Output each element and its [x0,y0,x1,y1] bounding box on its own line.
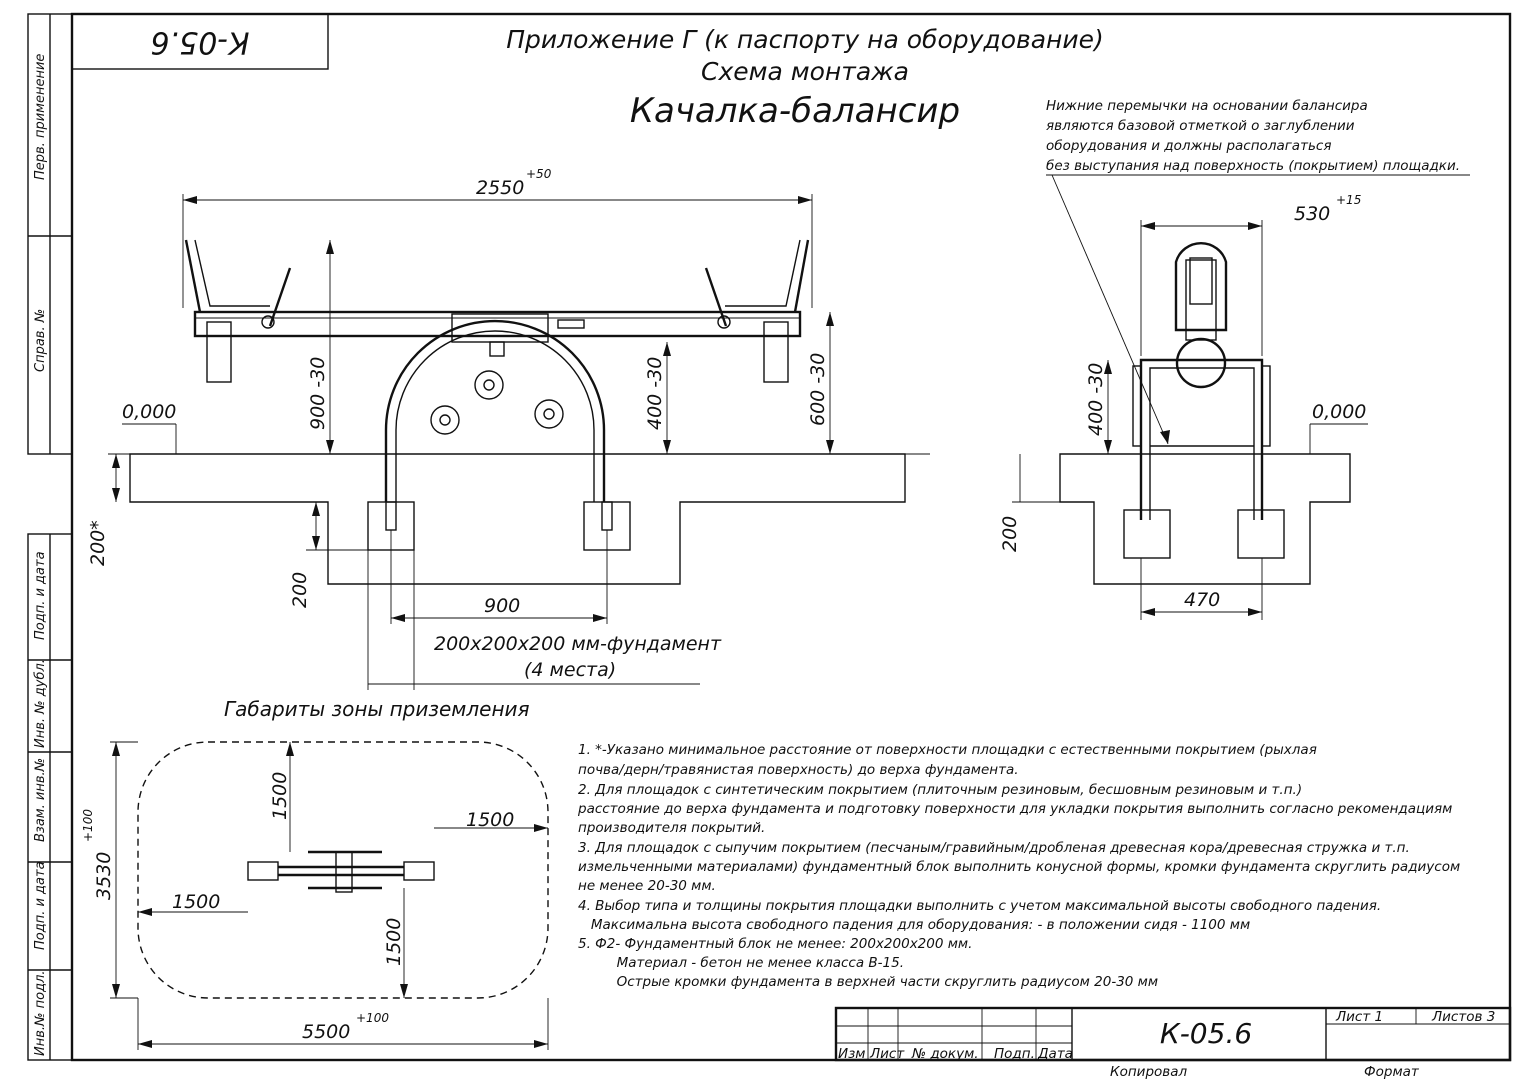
side-stamp-labels: Перв. применение Справ. № Подп. и дата И… [33,54,48,1056]
callout-note: Нижние перемычки на основании балансира … [1046,98,1470,445]
code-inverted: К-05.6 [151,25,250,60]
zone-clear-top: 1500 [269,772,291,820]
flower-decoration [430,370,564,435]
dim-beam-height: 900 -30 [307,357,329,430]
tb-sheet: Лист 1 [1335,1009,1383,1025]
note-line: производителя покрытий. [578,820,765,836]
header-scheme: Схема монтажа [701,57,909,86]
note-line: Материал - бетон не менее класса В-15. [578,955,904,971]
tb-format: Формат [1364,1064,1420,1080]
callout-line-3: оборудования и должны располагаться [1046,138,1331,154]
side-label-orig-inv: Инв.№ подл. [33,970,48,1056]
notes-block: 1. *-Указано минимальное расстояние от п… [577,742,1460,990]
tb-col-list: Лист [869,1046,905,1062]
zone-width-tol: +100 [356,1011,389,1025]
side-label-dup-inv: Инв. № дубл. [33,659,48,748]
dim-side-foundation-spacing: 470 [1184,589,1220,611]
dim-side-width: 530 [1294,203,1330,225]
callout-line-1: Нижние перемычки на основании балансира [1046,98,1368,114]
zone-clear-bottom: 1500 [383,918,405,966]
note-line: 2. Для площадок с синтетическим покрытие… [578,782,1302,798]
tb-code: К-05.6 [1160,1017,1252,1050]
zone-height-tol: +100 [81,809,95,842]
dim-min-depth: 200* [87,520,109,566]
dim-side-width-tol: +15 [1336,193,1361,207]
note-line: расстояние до верха фундамента и подгото… [577,801,1452,817]
header-appendix: Приложение Г (к паспорту на оборудование… [506,25,1104,54]
tb-sheets: Листов 3 [1431,1009,1495,1025]
zone-clear-right: 1500 [466,809,514,831]
note-line: Острые кромки фундамента в верхней части… [578,974,1158,990]
tb-col-date: Дата [1037,1046,1073,1062]
note-line: 5. Ф2- Фундаментный блок не менее: 200х2… [578,936,972,952]
tb-col-izm: Изм [838,1046,865,1062]
foundation-count-label: (4 места) [524,659,616,681]
note-line: измельченными материалами) фундаментный … [578,859,1460,875]
header-title: Качалка-балансир [630,91,960,131]
dim-overall-width: 2550 [476,177,524,199]
side-label-replace-inv: Взам. инв.№ [33,758,48,842]
title-block: Изм Лист № докум. Подп. Дата К-05.6 Лист… [834,1006,1512,1080]
tb-col-doc: № докум. [911,1046,979,1062]
side-label-sign-date-2: Подп. и дата [33,861,48,950]
tb-col-sign: Подп. [994,1046,1035,1062]
callout-line-4: без выступания над поверхность (покрытие… [1046,158,1460,174]
note-line: Максимальна высота свободного падения дл… [578,917,1250,933]
dim-foundation-depth: 200 [289,572,311,608]
dim-seat-height: 600 -30 [807,353,829,426]
note-line: 4. Выбор типа и толщины покрытия площадк… [578,898,1381,914]
code-box-top: К-05.6 [71,13,329,70]
side-label-first-use: Перв. применение [33,54,48,180]
zone-title: Габариты зоны приземления [224,697,530,721]
drawing-frame [27,12,1512,1062]
note-line: 3. Для площадок с сыпучим покрытием (пес… [578,840,1410,856]
callout-line-2: являются базовой отметкой о заглублении [1046,118,1355,134]
side-view: 530 +15 400 -30 0,000 200 470 [999,193,1368,620]
dim-side-depth: 200 [999,516,1021,552]
dim-foundation-spacing: 900 [484,595,520,617]
header: Приложение Г (к паспорту на оборудование… [506,25,1104,131]
note-line: почва/дерн/травянистая поверхность) до в… [578,762,1019,778]
level-zero-side: 0,000 [1312,401,1366,423]
foundation-size-label: 200х200х200 мм-фундамент [434,633,722,655]
front-view: 2550 +50 900 -30 400 -30 600 -30 0,000 2… [87,167,930,690]
zone-height: 3530 [93,852,115,900]
level-zero-front: 0,000 [122,401,176,423]
tb-copied: Копировал [1110,1064,1188,1080]
landing-zone: Габариты зоны приземления 1500 1500 1500… [81,697,549,1050]
dim-arch-height: 400 -30 [644,357,666,430]
dim-side-height: 400 -30 [1085,363,1107,436]
zone-width: 5500 [302,1021,350,1043]
dim-overall-width-tol: +50 [526,167,552,181]
side-label-sign-date-1: Подп. и дата [33,551,48,640]
side-label-ref-no: Справ. № [33,309,48,372]
note-line: 1. *-Указано минимальное расстояние от п… [578,742,1317,758]
zone-clear-left: 1500 [172,891,220,913]
note-line: не менее 20-30 мм. [578,878,716,894]
